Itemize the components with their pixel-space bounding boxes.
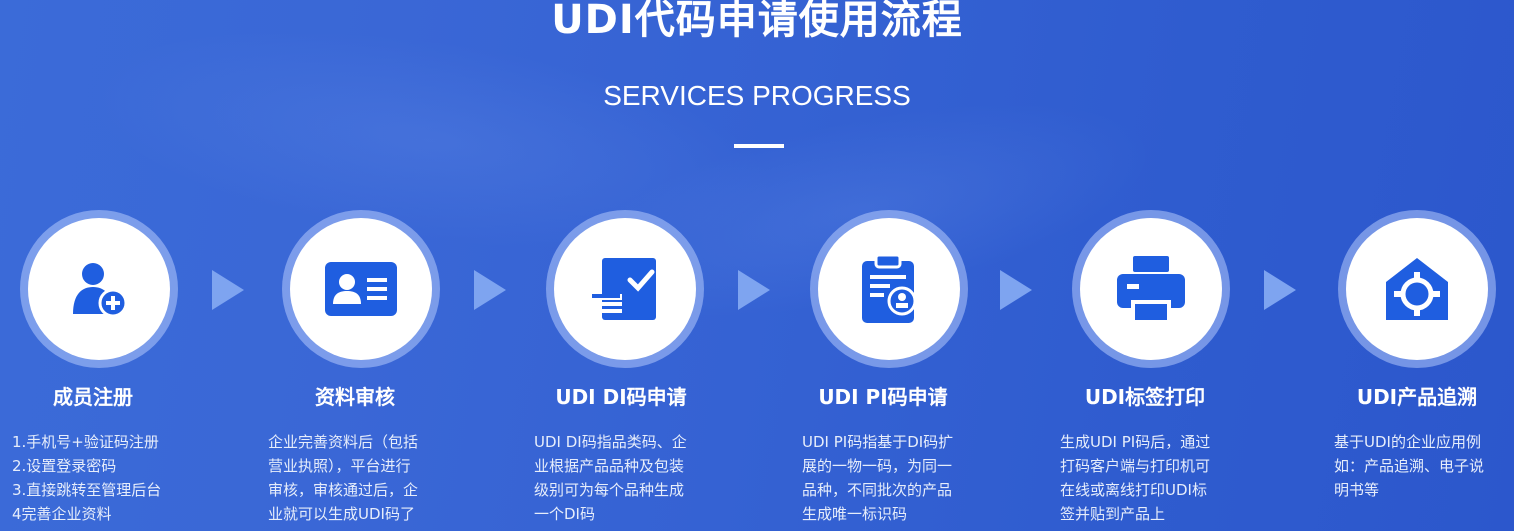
location-target-icon	[1386, 258, 1448, 320]
step-icon-circle	[290, 218, 432, 360]
id-card-icon	[325, 262, 397, 316]
step-arrow-icon	[212, 270, 244, 310]
step-icon-circle	[1080, 218, 1222, 360]
step-icon-circle	[554, 218, 696, 360]
page-subtitle: SERVICES PROGRESS	[603, 80, 911, 111]
step-title: 资料审核	[315, 385, 395, 409]
step-title: UDI DI码申请	[555, 385, 687, 409]
step-arrow-icon	[738, 270, 770, 310]
step-description: UDI PI码指基于DI码扩 展的一物一码，为同一 品种，不同批次的产品 生成唯…	[802, 433, 954, 523]
step-title: UDI标签打印	[1084, 385, 1206, 409]
step-description: 生成UDI PI码后，通过 打码客户端与打印机可 在线或离线打印UDI标 签并贴…	[1060, 433, 1211, 523]
printer-icon	[1117, 256, 1185, 322]
checkbox-hand-icon	[592, 258, 656, 320]
step-arrow-icon	[474, 270, 506, 310]
step-arrow-icon	[1000, 270, 1032, 310]
page-title: UDI代码申请使用流程	[551, 0, 963, 43]
step-title: UDI PI码申请	[818, 385, 948, 409]
clipboard-stamp-icon	[862, 253, 917, 323]
step-description: UDI DI码指品类码、企 业根据产品品种及包装 级别可为每个品种生成 一个DI…	[534, 433, 687, 523]
step-arrow-icon	[1264, 270, 1296, 310]
add-user-icon	[73, 263, 128, 318]
step-icon-circle	[818, 218, 960, 360]
step-title: 成员注册	[53, 385, 133, 409]
step-description: 1.手机号+验证码注册 2.设置登录密码 3.直接跳转至管理后台 4完善企业资料	[12, 433, 162, 523]
step-description: 基于UDI的企业应用例 如：产品追溯、电子说 明书等	[1334, 433, 1485, 499]
step-title: UDI产品追溯	[1356, 385, 1478, 409]
step-icon-circle	[1346, 218, 1488, 360]
title-divider	[734, 144, 784, 148]
step-icon-circle	[28, 218, 170, 360]
step-description: 企业完善资料后（包括 营业执照），平台进行 审核，审核通过后，企 业就可以生成U…	[268, 433, 419, 523]
